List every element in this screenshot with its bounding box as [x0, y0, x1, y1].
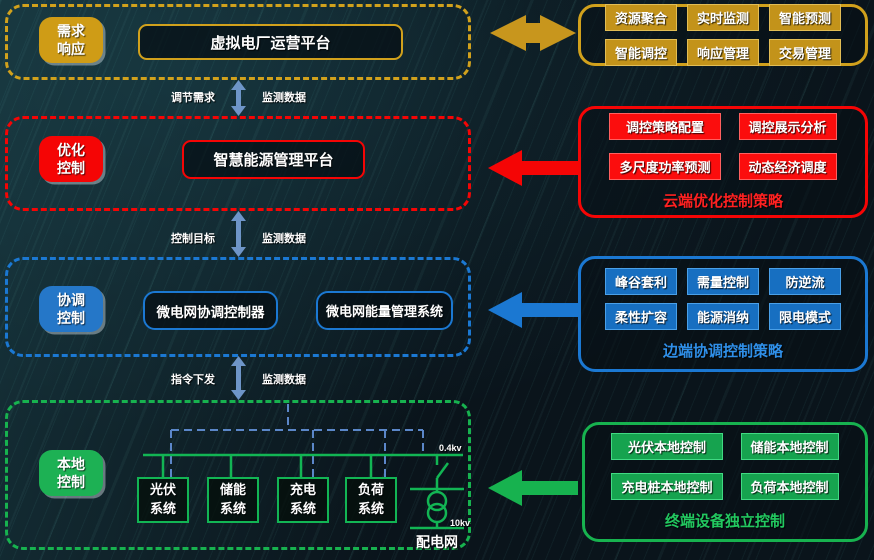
- coordinate-local-link-arrow: [231, 356, 246, 400]
- cloud-strategy-title: 云端优化控制策略: [662, 193, 783, 210]
- demand-response-badge: 需求 响应: [39, 17, 103, 64]
- chip-load-local-control: 负荷本地控制: [740, 473, 839, 500]
- chip-multiscale-power-forecast: 多尺度功率预测: [609, 153, 721, 180]
- chip-anti-backflow: 防逆流: [769, 267, 842, 295]
- demand-response-layer: [5, 4, 471, 80]
- chip-charger-local-control: 充电桩本地控制: [611, 473, 723, 500]
- optimization-control-layer: [5, 116, 471, 211]
- optimization-control-badge: 优化 控制: [39, 136, 103, 183]
- chip-dynamic-economic-dispatch: 动态经济调度: [738, 153, 837, 180]
- load-system-box: 负荷 系统: [345, 477, 397, 523]
- chip-power-limit-mode: 限电模式: [769, 302, 842, 330]
- local-control-layer: [5, 400, 471, 550]
- demand-functions-panel: 资源聚合 实时监测 智能预测 智能调控 响应管理 交易管理: [578, 4, 868, 66]
- edge-strategy-title: 边端协调控制策略: [662, 342, 783, 360]
- terminal-control-title: 终端设备独立控制: [664, 513, 785, 530]
- optimize-coordinate-link-arrow: [231, 211, 246, 257]
- microgrid-ems-box: 微电网能量管理系统: [316, 291, 453, 330]
- demand-panel-double-arrow: [490, 15, 576, 51]
- chip-energy-absorption: 能源消纳: [686, 302, 759, 330]
- demand-optimize-link-arrow: [231, 80, 246, 116]
- coordination-control-layer: [5, 257, 471, 357]
- coordination-control-badge: 协调 控制: [39, 286, 103, 333]
- chip-storage-local-control: 储能本地控制: [740, 433, 839, 460]
- chip-demand-control: 需量控制: [686, 267, 759, 295]
- cloud-strategy-arrow: [488, 150, 578, 186]
- chip-realtime-monitoring: 实时监测: [686, 4, 759, 31]
- local-control-badge: 本地 控制: [39, 450, 103, 497]
- cloud-strategy-panel: 调控策略配置 调控展示分析 多尺度功率预测 动态经济调度 云端优化控制策略: [578, 106, 868, 218]
- bus-voltage-label: 0.4kv: [439, 443, 462, 453]
- vpp-operation-platform-box: 虚拟电厂运营平台: [138, 24, 403, 60]
- smart-energy-platform-box: 智慧能源管理平台: [182, 140, 365, 179]
- charging-system-box: 充电 系统: [277, 477, 329, 523]
- transformer-icon: [426, 490, 448, 512]
- grid-voltage-label: 10kv: [450, 518, 471, 528]
- pv-system-box: 光伏 系统: [137, 477, 189, 523]
- chip-smart-prediction: 智能预测: [769, 4, 842, 31]
- one-line-diagram: [143, 404, 464, 530]
- link2-up-label: 监测数据: [262, 233, 306, 245]
- transformer-icon: [426, 502, 448, 524]
- chip-control-strategy-config: 调控策略配置: [609, 113, 721, 140]
- chip-response-management: 响应管理: [686, 39, 759, 66]
- link1-up-label: 监测数据: [262, 92, 306, 104]
- grid-label: 配电网: [416, 534, 458, 550]
- link3-up-label: 监测数据: [262, 374, 306, 386]
- chip-pv-local-control: 光伏本地控制: [611, 433, 723, 460]
- chip-peak-valley-arbitrage: 峰谷套利: [604, 267, 677, 295]
- microgrid-controller-box: 微电网协调控制器: [143, 291, 278, 330]
- link3-down-label: 指令下发: [171, 374, 215, 386]
- switch-icon: [435, 462, 450, 479]
- terminal-strategy-arrow: [488, 470, 578, 506]
- chip-resource-aggregation: 资源聚合: [604, 4, 677, 31]
- storage-system-box: 储能 系统: [207, 477, 259, 523]
- chip-flexible-expansion: 柔性扩容: [604, 302, 677, 330]
- link1-down-label: 调节需求: [171, 92, 215, 104]
- edge-strategy-panel: 峰谷套利 需量控制 防逆流 柔性扩容 能源消纳 限电模式 边端协调控制策略: [578, 256, 868, 372]
- edge-strategy-arrow: [488, 292, 578, 328]
- chip-smart-dispatch: 智能调控: [604, 39, 677, 66]
- chip-control-display-analysis: 调控展示分析: [738, 113, 837, 140]
- chip-trade-management: 交易管理: [769, 39, 842, 66]
- comm-dashed-lines: [170, 404, 424, 477]
- link2-down-label: 控制目标: [171, 233, 215, 245]
- terminal-control-panel: 光伏本地控制 储能本地控制 充电桩本地控制 负荷本地控制 终端设备独立控制: [582, 422, 868, 542]
